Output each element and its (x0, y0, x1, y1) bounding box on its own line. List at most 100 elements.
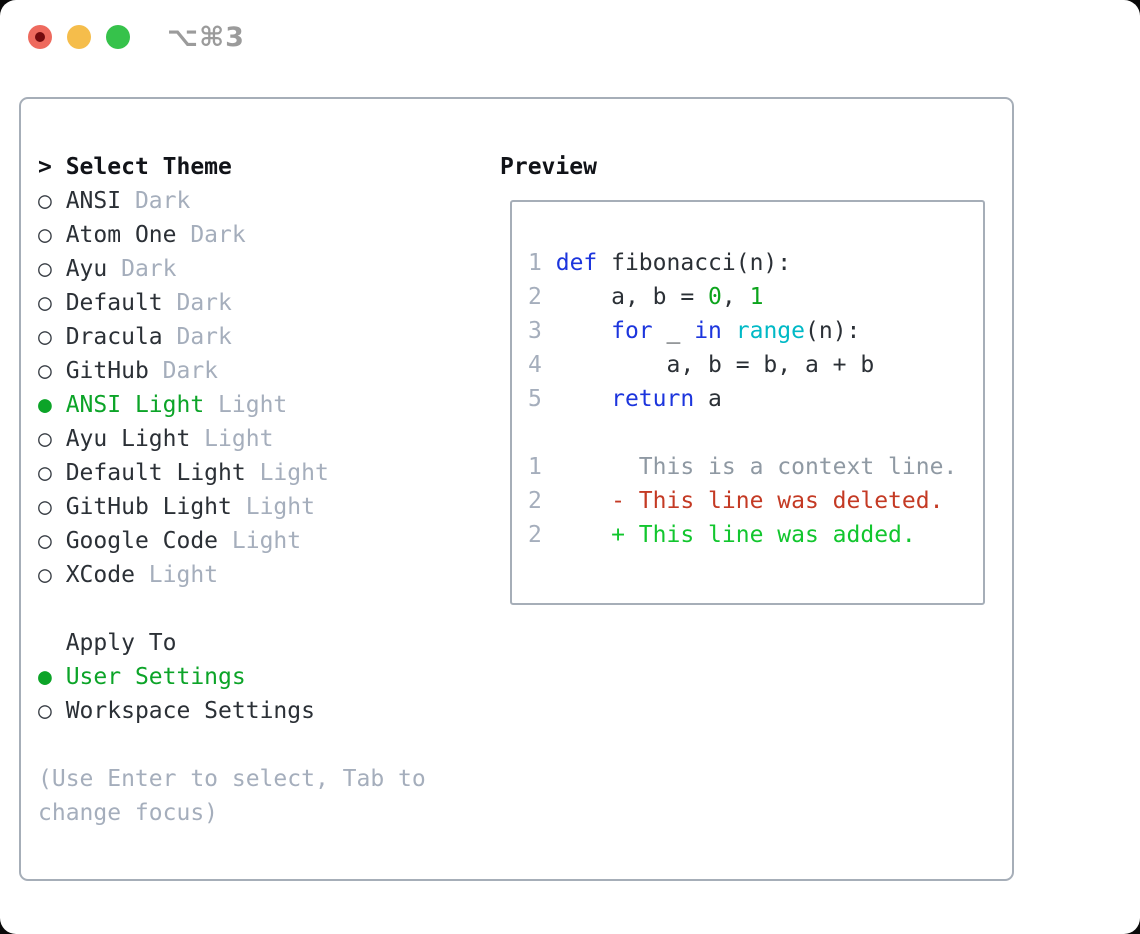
radio-icon: ○ (38, 324, 66, 350)
line-number: 4 (528, 352, 542, 378)
apply-to-option[interactable]: ● User Settings (38, 660, 488, 694)
code-token (542, 488, 611, 514)
help-text: (Use Enter to select, Tab to change focu… (38, 766, 426, 826)
line-number: 1 (528, 250, 542, 276)
line-number: 1 (528, 454, 542, 480)
theme-name: Google Code (65, 528, 219, 554)
code-token: a, b = b, a + b (541, 352, 875, 378)
radio-icon: ○ (38, 222, 66, 248)
code-token: + This line was added. (611, 522, 916, 548)
theme-option[interactable]: ○ ANSI Dark (38, 184, 488, 218)
theme-name: Default Light (65, 460, 246, 486)
theme-option[interactable]: ● ANSI Light Light (38, 388, 488, 422)
preview-line: 2 - This line was deleted. (528, 484, 983, 518)
select-theme-header-label: Select Theme (65, 154, 232, 180)
theme-option[interactable]: ○ XCode Light (38, 558, 488, 592)
theme-name: Ayu (65, 256, 108, 282)
preview-line: 4 a, b = b, a + b (528, 348, 983, 382)
close-button[interactable] (28, 25, 52, 49)
code-token: in (694, 318, 722, 344)
code-token (722, 318, 736, 344)
prompt-icon: > (38, 154, 66, 180)
line-number: 2 (528, 488, 542, 514)
theme-option[interactable]: ○ Default Light Light (38, 456, 488, 490)
theme-variant: Dark (121, 188, 191, 214)
code-token: fibonacci(n): (597, 250, 792, 276)
theme-name: Ayu Light (65, 426, 191, 452)
apply-to-option[interactable]: ○ Workspace Settings (38, 694, 488, 728)
theme-name: GitHub Light (65, 494, 232, 520)
preview-line: 2 + This line was added. (528, 518, 983, 552)
zoom-button[interactable] (106, 25, 130, 49)
line-number: 2 (528, 284, 542, 310)
theme-variant: Dark (162, 324, 232, 350)
apply-to-header: Apply To (38, 626, 488, 660)
theme-option[interactable]: ○ Ayu Dark (38, 252, 488, 286)
preview-line: 1 def fibonacci(n): (528, 246, 983, 280)
code-token (542, 522, 611, 548)
code-token: This is a context line. (541, 454, 958, 480)
code-token: 0 (708, 284, 722, 310)
code-token (542, 318, 611, 344)
radio-icon: ○ (38, 188, 66, 214)
theme-variant: Dark (162, 290, 232, 316)
theme-list: ○ ANSI Dark○ Atom One Dark○ Ayu Dark○ De… (38, 184, 488, 592)
theme-option[interactable]: ○ Google Code Light (38, 524, 488, 558)
radio-icon: ○ (38, 460, 66, 486)
preview-line: 2 a, b = 0, 1 (528, 280, 983, 314)
theme-panel: > Select Theme ○ ANSI Dark○ Atom One Dar… (38, 150, 488, 830)
theme-variant: Light (134, 562, 219, 588)
code-token (542, 386, 611, 412)
code-token: (n): (805, 318, 861, 344)
theme-variant: Light (231, 494, 315, 520)
code-token: for (611, 318, 653, 344)
radio-icon: ○ (38, 698, 66, 724)
code-token: 1 (749, 284, 764, 310)
code-token: range (735, 318, 806, 344)
theme-variant: Dark (107, 256, 177, 282)
line-number: 5 (528, 386, 542, 412)
spacer (38, 592, 488, 626)
theme-option[interactable]: ○ GitHub Dark (38, 354, 488, 388)
code-token: - This line was deleted. (611, 488, 944, 514)
theme-option[interactable]: ○ Ayu Light Light (38, 422, 488, 456)
theme-variant: Dark (148, 358, 219, 384)
line-number: 3 (528, 318, 542, 344)
line-number: 2 (528, 522, 542, 548)
code-token: a, b = (541, 284, 709, 310)
radio-icon: ○ (38, 426, 66, 452)
apply-to-header-label: Apply To (65, 630, 177, 656)
theme-name: Atom One (65, 222, 177, 248)
preview-line: 1 This is a context line. (528, 450, 983, 484)
theme-option[interactable]: ○ Dracula Dark (38, 320, 488, 354)
preview-header-label: Preview (500, 154, 597, 180)
radio-icon: ○ (38, 256, 66, 282)
apply-to-option-label: User Settings (65, 664, 246, 690)
minimize-button[interactable] (67, 25, 91, 49)
traffic-lights (28, 25, 130, 49)
theme-name: ANSI Light (65, 392, 205, 418)
code-token: _ (652, 318, 695, 344)
theme-option[interactable]: ○ Default Dark (38, 286, 488, 320)
theme-name: Default (65, 290, 163, 316)
theme-variant: Light (245, 460, 329, 486)
theme-variant: Dark (176, 222, 246, 248)
code-token: a (694, 386, 722, 412)
apply-to-list: ● User Settings○ Workspace Settings (38, 660, 488, 728)
radio-icon: ○ (38, 290, 66, 316)
preview-header: Preview (500, 150, 1000, 184)
radio-selected-icon: ● (38, 392, 66, 418)
spacer (38, 728, 488, 762)
theme-option[interactable]: ○ Atom One Dark (38, 218, 488, 252)
theme-option[interactable]: ○ GitHub Light Light (38, 490, 488, 524)
preview-line: 5 return a (528, 382, 983, 416)
main-panel: > Select Theme ○ ANSI Dark○ Atom One Dar… (19, 97, 1014, 881)
select-theme-header: > Select Theme (38, 150, 488, 184)
preview-panel: Preview 1 def fibonacci(n):2 a, b = 0, 1… (500, 150, 1000, 605)
code-token (542, 250, 556, 276)
titlebar: ⌥⌘3 (0, 0, 1140, 80)
code-token: def (555, 250, 598, 276)
